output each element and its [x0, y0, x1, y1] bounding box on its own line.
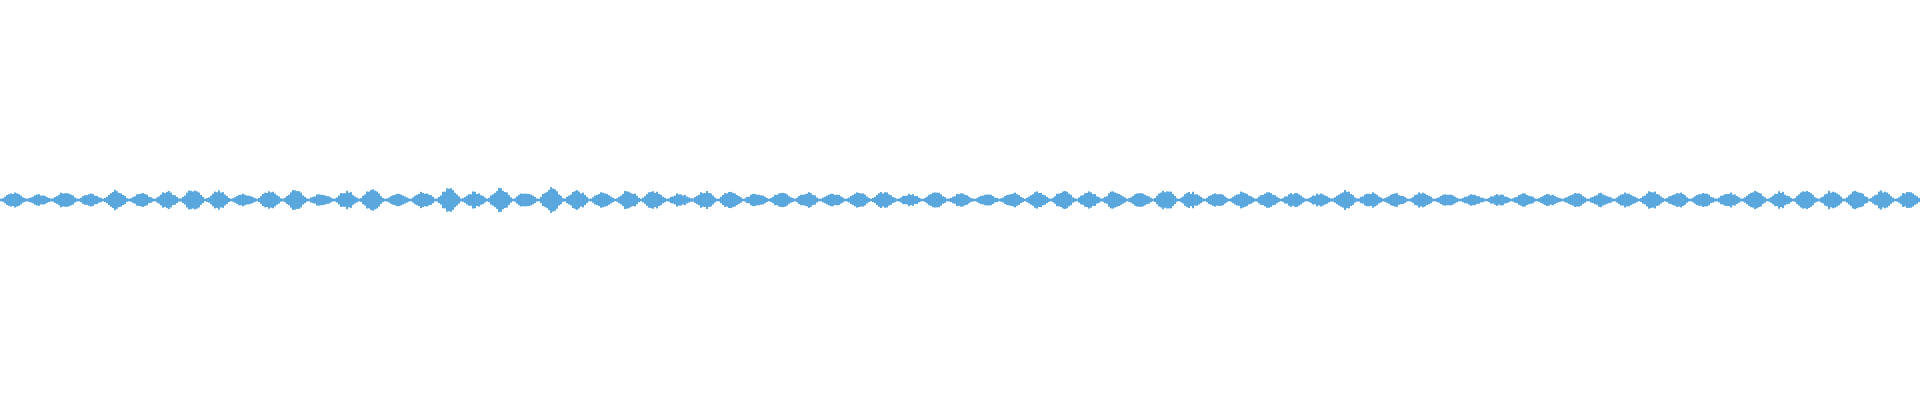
waveform-bars: [0, 187, 1920, 213]
waveform-center-line: [0, 199, 1920, 201]
